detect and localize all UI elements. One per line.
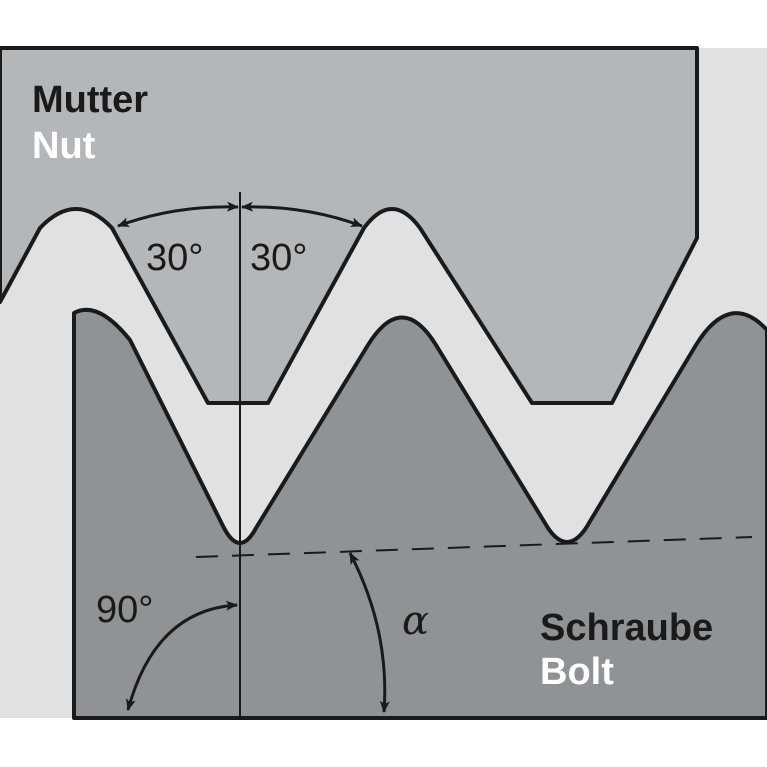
alpha-arrow <box>348 552 390 713</box>
bolt-body <box>72 307 767 720</box>
angle-arrow-left <box>117 201 239 228</box>
alpha-label: α <box>402 598 429 644</box>
right-angle-arrow <box>126 600 238 711</box>
nut-label-en: Nut <box>32 125 96 167</box>
right-angle-label: 90° <box>96 589 153 631</box>
angle-label-right: 30° <box>250 237 307 279</box>
angle-arrow-right <box>241 201 363 228</box>
pitch-line-dashed <box>195 536 753 558</box>
nut-label-de: Mutter <box>32 79 148 121</box>
bolt-label-de: Schraube <box>540 607 713 649</box>
bolt-label-en: Bolt <box>540 651 614 693</box>
angle-label-left: 30° <box>146 237 203 279</box>
